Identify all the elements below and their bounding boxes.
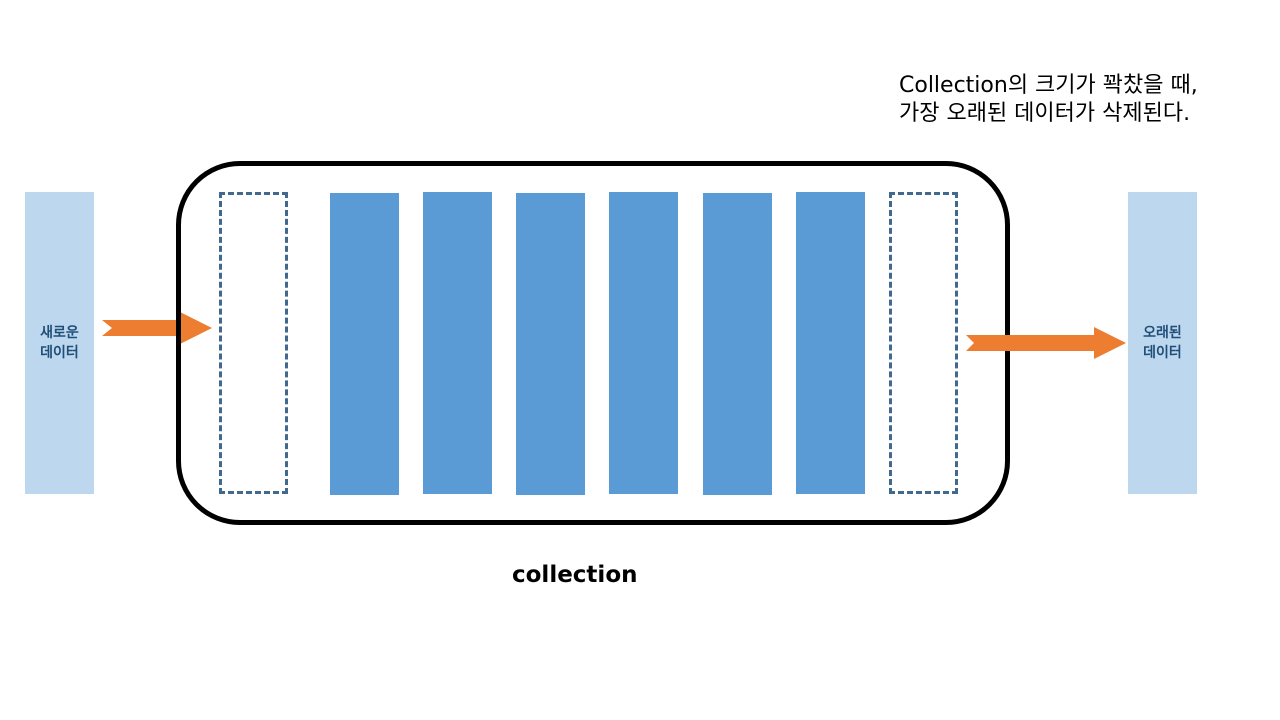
data-slot (796, 192, 865, 494)
new-data-label-line-2: 데이터 (40, 345, 79, 361)
old-data-label-line-2: 데이터 (1143, 345, 1182, 361)
description-note: Collection의 크기가 꽉찼을 때, 가장 오래된 데이터가 삭제된다. (899, 72, 1198, 128)
outgoing-arrow (966, 327, 1126, 359)
old-data-box: 오래된 데이터 (1128, 192, 1197, 494)
collection-container (176, 161, 1010, 525)
empty-slot-entry (219, 192, 288, 494)
data-slot (330, 193, 399, 495)
note-line-1: Collection의 크기가 꽉찼을 때, (899, 73, 1198, 98)
data-slot (516, 193, 585, 495)
data-slot (703, 193, 772, 495)
data-slot (609, 192, 678, 494)
empty-slot-exit (889, 192, 958, 494)
collection-caption: collection (512, 562, 638, 588)
new-data-box: 새로운 데이터 (25, 192, 94, 494)
incoming-arrow (102, 312, 212, 344)
old-data-label-line-1: 오래된 (1143, 325, 1182, 341)
new-data-label-line-1: 새로운 (40, 325, 79, 341)
data-slot (423, 192, 492, 494)
old-data-label: 오래된 데이터 (1143, 323, 1182, 363)
new-data-label: 새로운 데이터 (40, 323, 79, 363)
note-line-2: 가장 오래된 데이터가 삭제된다. (899, 101, 1191, 126)
